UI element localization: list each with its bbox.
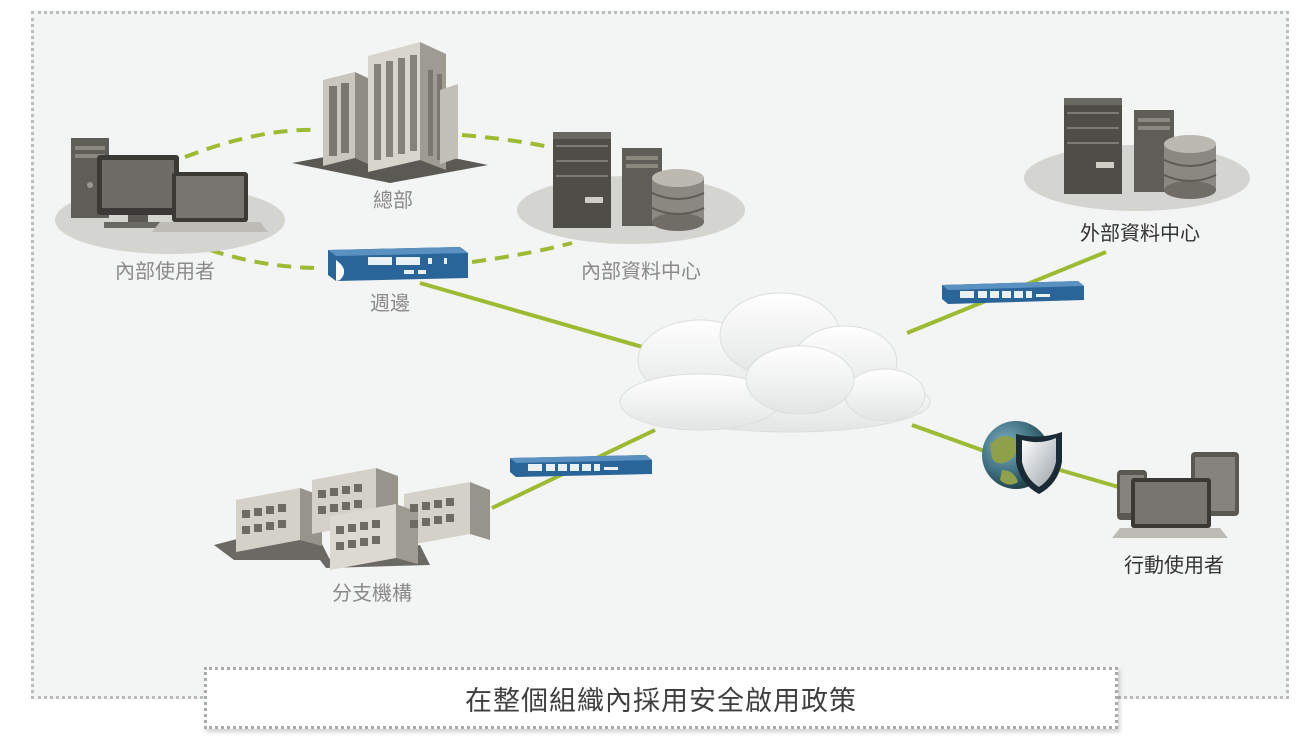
external-datacenter-node: 外部資料中心 [1064, 98, 1217, 245]
database-icon [1163, 135, 1217, 199]
internal-datacenter-node: 內部資料中心 [553, 132, 705, 283]
desktop-computer-icon [71, 138, 179, 228]
campus-ring [184, 127, 573, 270]
link-cloud-mobile [911, 423, 991, 455]
laptop-icon [1112, 478, 1228, 538]
policy-banner: 在整個組織內採用安全啟用政策 [204, 667, 1118, 729]
branch-offices-label: 分支機構 [332, 581, 412, 605]
office-buildings-icon [236, 468, 490, 570]
link-globe-mobile [1059, 468, 1123, 490]
link-perimeter-cloud [419, 281, 647, 350]
branch-offices-node: 分支機構 [214, 468, 490, 605]
branch-firewall-icon [510, 455, 652, 477]
mobile-users-node: 行動使用者 [1112, 452, 1239, 577]
perimeter-node: 週邊 [328, 247, 468, 315]
firewall-appliance-icon [328, 247, 468, 281]
external-datacenter-label: 外部資料中心 [1080, 221, 1200, 245]
headquarters-label: 總部 [373, 188, 413, 212]
internal-datacenter-label: 內部資料中心 [581, 259, 701, 283]
external-firewall-icon [942, 281, 1084, 304]
headquarters-node: 總部 [292, 42, 488, 212]
mobile-users-label: 行動使用者 [1124, 553, 1224, 577]
building-icon [323, 42, 458, 172]
cloud-icon [619, 292, 931, 433]
database-icon [651, 169, 705, 231]
shield-icon [1016, 432, 1062, 494]
internal-users-label: 內部使用者 [115, 259, 215, 283]
server-rack-icon [1064, 98, 1122, 194]
laptop-icon [152, 172, 268, 232]
perimeter-label: 週邊 [370, 291, 410, 315]
internal-users-node: 內部使用者 [71, 138, 268, 283]
policy-banner-text: 在整個組織內採用安全啟用政策 [465, 685, 857, 717]
server-rack-icon [553, 132, 611, 228]
globe-security-node [982, 421, 1062, 494]
